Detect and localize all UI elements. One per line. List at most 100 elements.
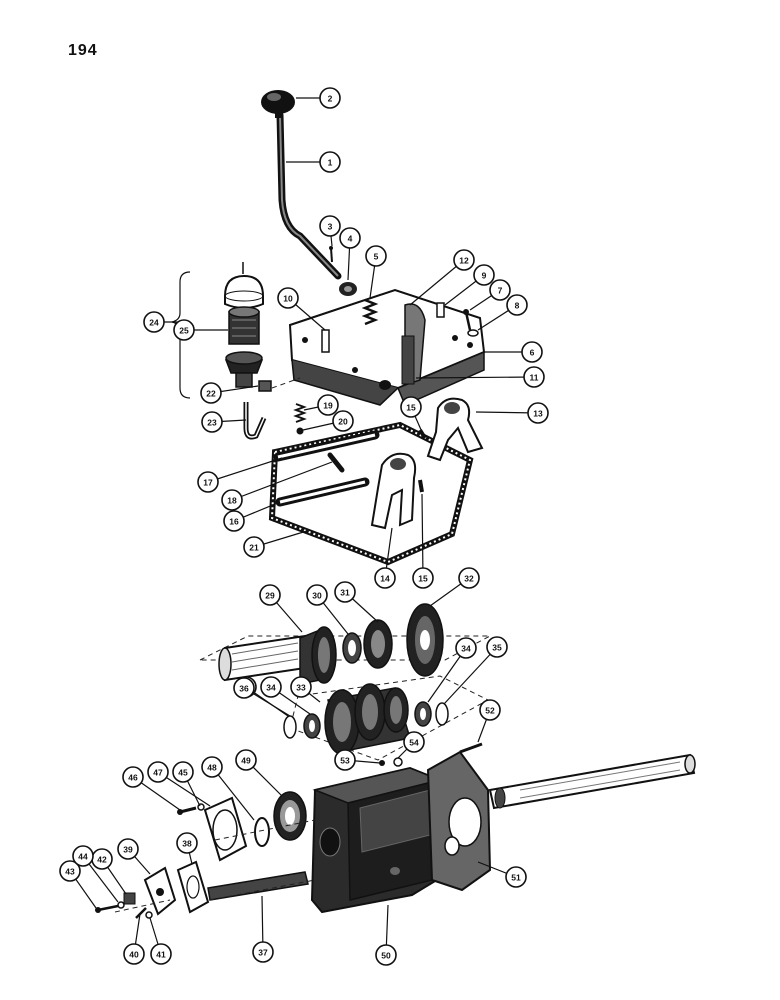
leader-line-17 [207, 457, 283, 483]
callout-circle [505, 866, 527, 888]
spring-part-19 [293, 403, 307, 423]
callout-number: 53 [340, 756, 350, 766]
callout-23: 23 [201, 411, 223, 433]
callout-number: 39 [123, 845, 133, 855]
callout-34: 34 [455, 637, 477, 659]
callout-4: 4 [339, 227, 361, 249]
callout-2: 2 [319, 87, 341, 109]
pin-part-51 [459, 742, 483, 754]
callout-number: 36 [239, 684, 249, 694]
callout-number: 47 [153, 768, 163, 778]
callout-number: 2 [328, 94, 333, 104]
gasket-part-37 [176, 860, 210, 914]
callout-circle [319, 215, 341, 237]
callout-number: 1 [328, 158, 333, 168]
bolt-part-42 [95, 904, 119, 913]
breather-filter-25 [228, 306, 260, 345]
callout-18: 18 [221, 489, 243, 511]
callout-42: 42 [91, 848, 113, 870]
callout-17: 17 [197, 471, 219, 493]
callout-circle [117, 838, 139, 860]
callout-circle [400, 396, 422, 418]
callout-number: 45 [178, 768, 188, 778]
callout-number: 6 [530, 348, 535, 358]
thrust-washer-35-left [283, 715, 297, 739]
part-callouts: 1234567891011121314151516171819202122232… [59, 87, 549, 966]
callout-20: 20 [332, 410, 354, 432]
callout-number: 11 [530, 373, 539, 383]
callout-14: 14 [374, 567, 396, 589]
callout-circle [403, 731, 425, 753]
pin-part-3 [329, 246, 333, 263]
callout-number: 21 [249, 543, 259, 553]
callout-38: 38 [176, 832, 198, 854]
callout-21: 21 [243, 536, 265, 558]
callout-number: 51 [511, 873, 521, 883]
washer-part-40 [145, 911, 153, 919]
callout-circle [319, 87, 341, 109]
gasket-part-21 [268, 421, 474, 566]
snap-ring-47 [254, 817, 270, 847]
callout-number: 29 [265, 591, 275, 601]
callout-number: 50 [381, 951, 391, 961]
callout-circle [332, 410, 354, 432]
callout-39: 39 [117, 838, 139, 860]
callout-circle [235, 749, 257, 771]
callout-circle [458, 567, 480, 589]
callout-number: 9 [482, 271, 487, 281]
cover-part-38 [143, 866, 177, 916]
callout-15: 15 [412, 567, 434, 589]
thrust-washer-35-right [435, 702, 449, 726]
callout-41: 41 [150, 943, 172, 965]
input-shaft-29 [218, 626, 337, 685]
callout-circle [59, 860, 81, 882]
callout-36: 36 [233, 677, 255, 699]
callout-7: 7 [489, 279, 511, 301]
callout-circle [123, 943, 145, 965]
callout-circle [143, 311, 165, 333]
bearing-part-30 [342, 632, 362, 664]
leader-line-12 [409, 259, 465, 306]
callout-number: 16 [229, 517, 239, 527]
pin-part-9 [436, 302, 445, 318]
pin-part-15-upper [418, 428, 427, 440]
callout-50: 50 [375, 944, 397, 966]
callout-37: 37 [252, 941, 274, 963]
gear-part-31 [363, 619, 393, 669]
callout-15: 15 [400, 396, 422, 418]
callout-44: 44 [72, 845, 94, 867]
callout-circle [233, 677, 255, 699]
pin-part-18 [327, 452, 345, 473]
callout-circle [201, 411, 223, 433]
callout-circle [147, 761, 169, 783]
bearing-part-34-right [414, 701, 432, 727]
breather-cap [224, 262, 264, 309]
plug-part-52 [379, 760, 385, 766]
washer-part-44 [197, 803, 205, 811]
callout-52: 52 [479, 699, 501, 721]
callout-number: 3 [328, 222, 333, 232]
callout-48: 48 [201, 756, 223, 778]
callout-circle [150, 943, 172, 965]
callout-circle [375, 944, 397, 966]
tube-part-23 [243, 402, 267, 440]
leader-line-48 [211, 766, 255, 821]
callout-number: 35 [492, 643, 502, 653]
callout-number: 48 [207, 763, 217, 773]
leader-line-11 [415, 376, 535, 379]
callout-circle [223, 510, 245, 532]
bolt-part-39 [135, 907, 147, 919]
callout-46: 46 [122, 766, 144, 788]
callout-circle [334, 581, 356, 603]
callout-number: 37 [258, 948, 268, 958]
washer-part-8 [467, 329, 479, 337]
callout-49: 49 [235, 749, 257, 771]
callout-number: 43 [65, 867, 75, 877]
ball-part-20 [296, 427, 304, 435]
callout-circle [260, 676, 282, 698]
callout-number: 20 [338, 417, 348, 427]
callout-circle [473, 264, 495, 286]
rail-part-16 [275, 477, 370, 507]
callout-number: 24 [149, 318, 159, 328]
